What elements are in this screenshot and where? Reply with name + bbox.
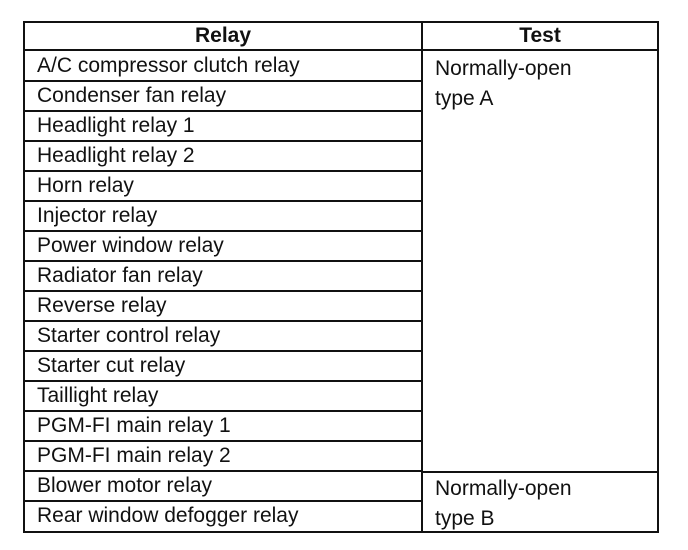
table-cell-relay: Headlight relay 1 [37,114,195,137]
column-divider [421,21,423,533]
test-type-a: Normally-open type A [435,54,650,114]
row-divider [23,230,423,232]
row-divider [23,110,423,112]
test-type-b-line1: Normally-open [435,477,572,500]
table-cell-relay: PGM-FI main relay 2 [37,444,231,467]
row-divider [23,140,423,142]
row-divider [23,470,423,472]
row-divider [23,170,423,172]
test-type-b-line2: type B [435,507,495,530]
table-cell-relay: A/C compressor clutch relay [37,54,300,77]
table-cell-relay: Rear window defogger relay [37,504,299,527]
row-divider [23,500,423,502]
test-column-header: Test [519,24,561,47]
table-border [23,21,659,533]
table-cell-relay: Starter cut relay [37,354,186,377]
table-cell-relay: Headlight relay 2 [37,144,195,167]
row-divider [23,200,423,202]
table-cell-relay: Taillight relay [37,384,159,407]
table-cell-relay: Condenser fan relay [37,84,227,107]
row-divider [23,380,423,382]
row-divider [23,410,423,412]
header-divider [23,49,659,51]
row-divider [23,350,423,352]
test-type-a-line1: Normally-open [435,57,572,80]
test-type-b: Normally-open type B [435,474,650,534]
row-divider [23,440,423,442]
row-divider [23,260,423,262]
row-divider [23,80,423,82]
table-cell-relay: Horn relay [37,174,134,197]
table-cell-relay: Radiator fan relay [37,264,203,287]
test-type-divider [421,471,659,473]
table-cell-relay: Reverse relay [37,294,167,317]
table-cell-relay: PGM-FI main relay 1 [37,414,231,437]
relay-column-header: Relay [194,24,252,47]
table-cell-relay: Starter control relay [37,324,221,347]
row-divider [23,320,423,322]
table-cell-relay: Injector relay [37,204,158,227]
test-type-a-line2: type A [435,87,494,110]
table-cell-relay: Blower motor relay [37,474,213,497]
table-cell-relay: Power window relay [37,234,224,257]
row-divider [23,290,423,292]
